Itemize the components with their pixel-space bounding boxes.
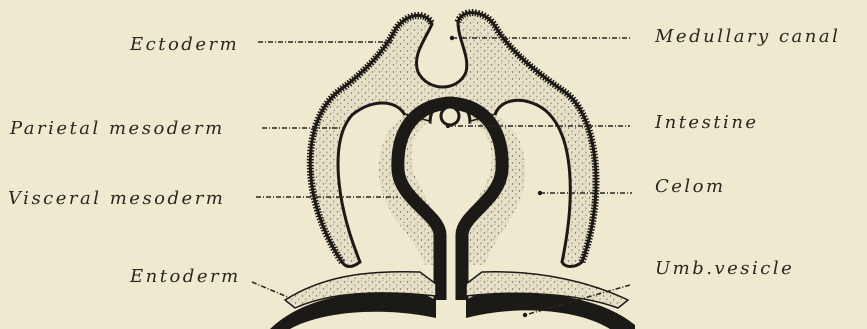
leader-entoderm — [252, 282, 290, 298]
label-entoderm: Entoderm — [130, 268, 241, 286]
label-ectoderm: Ectoderm — [130, 36, 239, 54]
intestine-notch — [441, 107, 459, 125]
label-medullary-canal: Medullary canal — [655, 28, 840, 46]
dot-intestine — [446, 124, 450, 128]
label-visceral-mesoderm: Visceral mesoderm — [8, 190, 225, 208]
label-celom: Celom — [655, 178, 726, 196]
label-parietal-mesoderm: Parietal mesoderm — [10, 120, 225, 138]
label-intestine: Intestine — [655, 114, 759, 132]
dot-medullary — [450, 36, 454, 40]
mesoderm-body — [310, 13, 596, 267]
label-umb-vesicle: Umb.vesicle — [655, 260, 794, 278]
dot-umb — [523, 313, 527, 317]
dot-celom — [538, 191, 542, 195]
